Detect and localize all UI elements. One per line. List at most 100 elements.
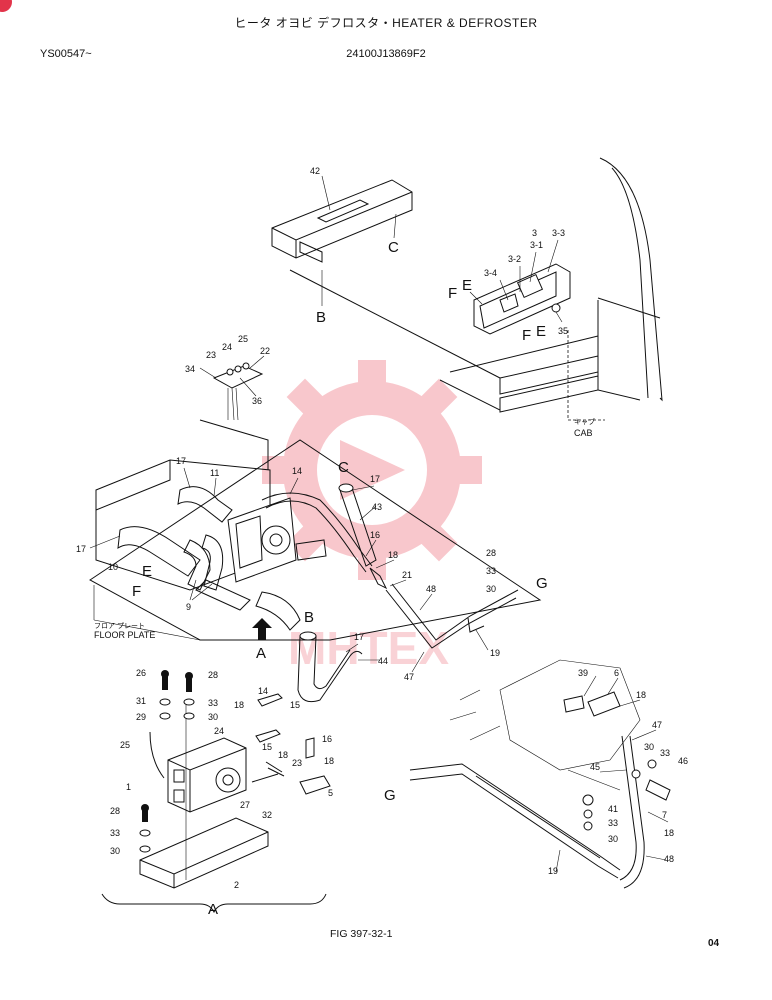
label-25-top: 25 xyxy=(238,334,248,344)
label-e-panel: E xyxy=(462,277,472,294)
label-47-mid: 47 xyxy=(404,672,414,682)
label-23-top: 23 xyxy=(206,350,216,360)
label-17-a: 17 xyxy=(176,456,186,466)
leader-lines xyxy=(89,175,669,873)
label-33-right: 33 xyxy=(660,748,670,758)
hoses-14-43 xyxy=(261,483,377,573)
label-24-top: 24 xyxy=(222,342,232,352)
label-2: 2 xyxy=(234,880,239,890)
label-26: 26 xyxy=(136,668,146,678)
corner-mark xyxy=(0,0,12,12)
label-16-detail: 16 xyxy=(322,734,332,744)
label-b-top: B xyxy=(316,309,326,326)
label-44: 44 xyxy=(378,656,388,666)
label-floor-en: FLOOR PLATE xyxy=(94,630,155,640)
label-c-mid: C xyxy=(338,459,349,476)
label-28-mid: 28 xyxy=(486,548,496,558)
label-19-right: 19 xyxy=(548,866,558,876)
label-30-detail: 30 xyxy=(208,712,218,722)
label-27: 27 xyxy=(240,800,250,810)
part-labels: 42 C B 3 3-1 3-3 3-2 3-4 F E F E 35 34 2… xyxy=(76,166,688,918)
label-33-lower-right: 33 xyxy=(608,818,618,828)
label-19-mid: 19 xyxy=(490,648,500,658)
part-3-switch-panel xyxy=(473,263,571,335)
label-3-1: 3-1 xyxy=(530,240,543,250)
detail-a-heater-unit xyxy=(101,670,331,914)
label-7: 7 xyxy=(662,810,667,820)
label-3-3: 3-3 xyxy=(552,228,565,238)
label-16-top: 16 xyxy=(370,530,380,540)
label-cab-en: CAB xyxy=(574,428,593,438)
part-42-duct xyxy=(271,179,413,263)
label-f-panel-2: F xyxy=(522,327,531,344)
label-18-detail-2: 18 xyxy=(324,756,334,766)
label-29: 29 xyxy=(136,712,146,722)
label-42: 42 xyxy=(310,166,320,176)
label-17-c: 17 xyxy=(76,544,86,554)
engine-area-pipes xyxy=(409,659,671,889)
cab-outline xyxy=(289,157,663,421)
label-43: 43 xyxy=(372,502,382,512)
label-33-mid: 33 xyxy=(486,566,496,576)
label-28-detail: 28 xyxy=(208,670,218,680)
label-48-mid: 48 xyxy=(426,584,436,594)
label-36: 36 xyxy=(252,396,262,406)
label-45: 45 xyxy=(590,762,600,772)
page-title: ヒータ オヨビ デフロスタ・HEATER & DEFROSTER xyxy=(234,16,538,30)
label-cab-jp: キャブ xyxy=(574,417,595,426)
label-a-arrow: A xyxy=(256,645,266,662)
label-14-top: 14 xyxy=(292,466,302,476)
label-f-heater: F xyxy=(132,583,141,600)
label-24-detail: 24 xyxy=(214,726,224,736)
page-number: 04 xyxy=(708,938,720,949)
label-22: 22 xyxy=(260,346,270,356)
label-18-top: 18 xyxy=(388,550,398,560)
label-33-detail: 33 xyxy=(208,698,218,708)
serial-range: YS00547~ xyxy=(40,48,92,60)
label-30-base: 30 xyxy=(110,846,120,856)
watermark-text: MHTEX xyxy=(288,622,449,674)
label-1: 1 xyxy=(126,782,131,792)
label-47-right: 47 xyxy=(652,720,662,730)
label-9: 9 xyxy=(186,602,191,612)
label-floor-jp: フロア プレート xyxy=(94,622,145,630)
label-39: 39 xyxy=(578,668,588,678)
label-18-detail-3: 18 xyxy=(278,750,288,760)
label-g-right: G xyxy=(384,787,396,804)
label-35: 35 xyxy=(558,326,568,336)
figure-number: FIG 397-32-1 xyxy=(330,928,393,940)
label-3-2: 3-2 xyxy=(508,254,521,264)
label-6: 6 xyxy=(614,668,619,678)
label-31: 31 xyxy=(136,696,146,706)
label-34: 34 xyxy=(185,364,195,374)
label-10: 10 xyxy=(108,562,118,572)
label-30-right: 30 xyxy=(644,742,654,752)
label-e-heater: E xyxy=(142,563,152,580)
pipes-47-48 xyxy=(369,567,519,649)
label-33-base: 33 xyxy=(110,828,120,838)
view-arrow-a xyxy=(252,618,272,640)
label-41: 41 xyxy=(608,804,618,814)
label-15-detail-2: 15 xyxy=(262,742,272,752)
label-3: 3 xyxy=(532,228,537,238)
label-18-lower-right: 18 xyxy=(664,828,674,838)
label-23-detail: 23 xyxy=(292,758,302,768)
label-25-detail: 25 xyxy=(120,740,130,750)
label-21: 21 xyxy=(402,570,412,580)
label-17-b: 17 xyxy=(370,474,380,484)
label-46: 46 xyxy=(678,756,688,766)
label-15-detail: 15 xyxy=(290,700,300,710)
part-number: 24100J13869F2 xyxy=(346,48,426,60)
label-48-right: 48 xyxy=(664,854,674,864)
label-18-right: 18 xyxy=(636,690,646,700)
label-11: 11 xyxy=(210,468,219,478)
label-a-detail: A xyxy=(208,901,218,918)
hose-44 xyxy=(297,631,363,703)
label-17-d: 17 xyxy=(354,632,364,642)
heater-assembly xyxy=(89,419,542,641)
label-3-4: 3-4 xyxy=(484,268,497,278)
label-f-panel: F xyxy=(448,285,457,302)
label-e-panel-2: E xyxy=(536,323,546,340)
part-34-connector xyxy=(212,362,264,421)
